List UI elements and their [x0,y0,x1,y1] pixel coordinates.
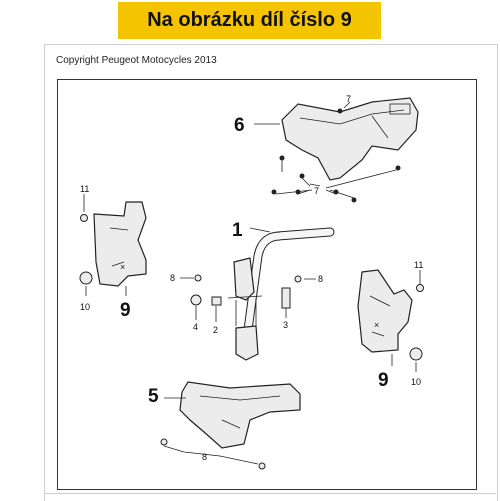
callout-11-right: 11 [414,260,423,270]
leader-lines [83,101,421,399]
callout-8-bottom: 8 [202,452,207,462]
part-9-left-panel: × [93,201,147,287]
part-11-clip-right [416,284,424,292]
callout-1: 1 [232,220,243,241]
part-7-screws [271,108,401,203]
svg-text:×: × [120,262,125,272]
frame-footer [44,493,496,501]
callout-5: 5 [148,386,159,407]
callout-8-right: 8 [318,274,323,284]
callout-9-left: 9 [120,300,131,321]
part-11-clip-left [80,214,88,222]
part-10-grommet-right [409,347,423,361]
callout-10-left: 10 [80,302,90,312]
svg-text:×: × [374,320,379,330]
part-1-handlebar [227,227,335,361]
copyright-text: Copyright Peugeot Motocycles 2013 [56,55,217,66]
callout-7-bottom: 7 [314,186,319,196]
part-3-bolt [281,287,291,318]
callout-10-right: 10 [411,377,421,387]
callout-6: 6 [234,115,245,136]
part-2-nut [211,296,222,322]
callout-8-left: 8 [170,273,175,283]
callout-11-left: 11 [80,184,89,194]
part-5-lower-cover [179,381,301,449]
callout-7-top: 7 [346,94,351,104]
diagram-box [57,79,477,490]
part-8-screws-middle [180,274,316,283]
part-10-grommet-left [79,271,93,285]
title-banner: Na obrázku díl číslo 9 [118,2,381,39]
banner-text: Na obrázku díl číslo 9 [147,9,352,31]
callout-3: 3 [283,320,288,330]
part-6-upper-cover [281,97,419,181]
callout-9-right: 9 [378,370,389,391]
part-9-right-panel: × [357,269,413,353]
part-8-screws-bottom [160,438,266,470]
part-4-bushing [190,294,202,320]
callout-2: 2 [213,325,218,335]
callout-4: 4 [193,322,198,332]
